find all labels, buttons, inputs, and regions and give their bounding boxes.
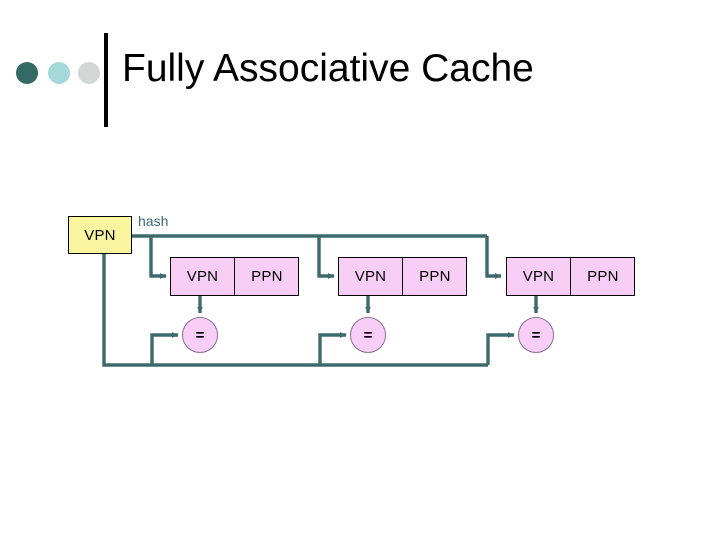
entry-1-comparator: = [182, 317, 218, 353]
entry-3-ppn-cell: PPN [570, 257, 636, 296]
hash-to-entry-1 [149, 236, 167, 279]
hash-to-entry-3 [485, 236, 502, 279]
entry-2-vpn-cell: VPN [338, 257, 403, 296]
edge-label-hash: hash [138, 213, 169, 229]
decor-dot-light-teal-icon [48, 62, 70, 84]
entry-2-comparator: = [350, 317, 386, 353]
entry-3-comparator: = [518, 317, 554, 353]
title-divider-rule [104, 33, 108, 127]
bottom-bus-to-comparator-3 [486, 332, 515, 365]
page-title: Fully Associative Cache [122, 47, 534, 90]
decor-dot-dark-teal-icon [16, 62, 38, 84]
bottom-bus-to-comparator-2 [318, 332, 347, 365]
decor-dot-gray-icon [78, 62, 100, 84]
bottom-bus-to-comparator-1 [150, 332, 179, 365]
entry-2-ppn-cell: PPN [402, 257, 468, 296]
entry-3-vpn-cell: VPN [506, 257, 571, 296]
entry-1-ppn-cell: PPN [234, 257, 300, 296]
hash-to-entry-2 [317, 236, 335, 279]
source-vpn-box: VPN [68, 216, 132, 254]
slide-header: Fully Associative Cache [0, 0, 720, 150]
entry-1-vpn-cell: VPN [170, 257, 235, 296]
source-vpn-bottom-bus [102, 254, 488, 367]
